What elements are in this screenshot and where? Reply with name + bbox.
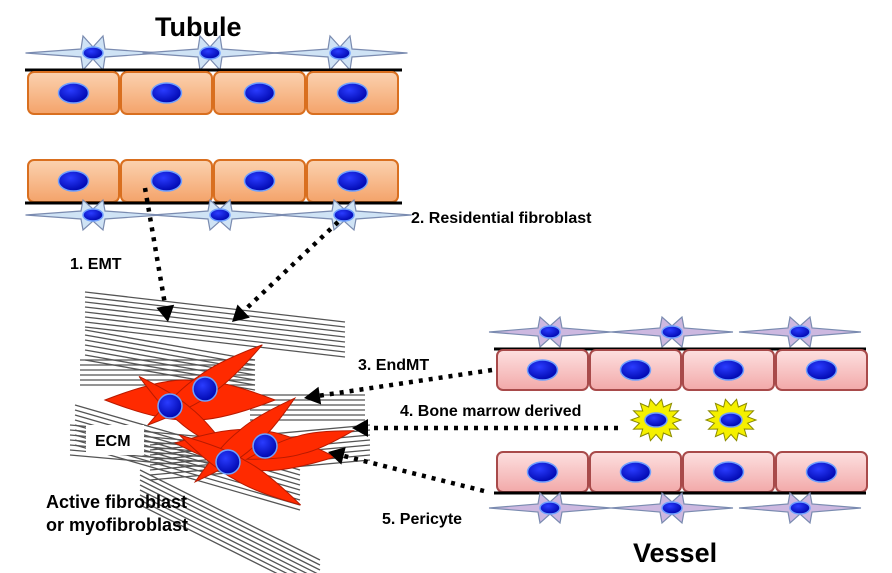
pathway-label-emt: 1. EMT xyxy=(70,256,122,273)
pathway-label-bone-marrow: 4. Bone marrow derived xyxy=(400,403,581,420)
nucleus xyxy=(243,82,276,104)
arrow-head xyxy=(304,386,322,405)
arrow-head xyxy=(328,447,346,465)
nucleus xyxy=(157,393,183,419)
active-fibroblast-cluster xyxy=(103,344,355,506)
nucleus xyxy=(712,461,745,483)
arrow-head xyxy=(156,304,175,322)
ecm-fiber xyxy=(84,321,346,353)
nucleus xyxy=(150,170,183,192)
ecm-fiber xyxy=(139,474,321,566)
ecm-fiber xyxy=(139,489,308,573)
vessel-bottom-endothelial-cells xyxy=(496,451,868,493)
nucleus xyxy=(805,461,838,483)
nucleus xyxy=(57,170,90,192)
nucleus xyxy=(526,461,559,483)
ecm-fiber xyxy=(139,494,298,573)
nucleus xyxy=(192,376,218,402)
ecm-fiber xyxy=(84,291,346,323)
vessel-title: Vessel xyxy=(633,538,717,568)
nucleus xyxy=(209,208,231,222)
tubule-bottom-epithelial-cells xyxy=(27,159,399,203)
vessel-top-endothelial-cells xyxy=(496,349,868,391)
pathway-label-residential-fibroblast: 2. Residential fibroblast xyxy=(411,210,592,227)
active-fibroblast-label-line1: Active fibroblast xyxy=(46,492,187,512)
nucleus xyxy=(199,46,221,60)
nucleus xyxy=(57,82,90,104)
dotted-arrow-shaft xyxy=(142,187,168,307)
ecm-fiber xyxy=(84,311,346,343)
ecm-fiber xyxy=(84,326,346,358)
residential-fibroblast-layer xyxy=(25,198,412,232)
arrow-head xyxy=(352,419,368,437)
pathway-label-endmt: 3. EndMT xyxy=(358,357,429,374)
nucleus xyxy=(252,433,278,459)
nucleus xyxy=(719,412,743,428)
nucleus xyxy=(805,359,838,381)
nucleus xyxy=(619,461,652,483)
ecm-fiber xyxy=(84,306,346,338)
ecm-fiber xyxy=(139,469,321,561)
arrow-head xyxy=(232,304,250,322)
nucleus xyxy=(243,170,276,192)
nucleus xyxy=(661,325,683,339)
nucleus xyxy=(789,501,811,515)
bone-marrow-cells xyxy=(629,398,758,442)
nucleus xyxy=(150,82,183,104)
nucleus xyxy=(333,208,355,222)
nucleus xyxy=(539,325,561,339)
ecm-fiber xyxy=(84,329,256,361)
ecm-label-background xyxy=(86,425,144,455)
nucleus xyxy=(619,359,652,381)
dotted-arrow-shaft xyxy=(242,220,340,313)
nucleus xyxy=(644,412,668,428)
nucleus xyxy=(215,449,241,475)
nucleus xyxy=(82,46,104,60)
pathway-label-pericyte: 5. Pericyte xyxy=(382,511,462,528)
nucleus xyxy=(82,208,104,222)
ecm-fiber xyxy=(139,484,318,573)
ecm-fiber xyxy=(84,316,346,348)
ecm-fiber xyxy=(139,479,321,571)
nucleus xyxy=(539,501,561,515)
active-fibroblast-label-line2: or myofibroblast xyxy=(46,515,188,535)
pericyte-layer xyxy=(488,491,862,525)
ecm-fiber xyxy=(74,444,301,511)
nucleus xyxy=(526,359,559,381)
nucleus xyxy=(329,46,351,60)
tubule-title: Tubule xyxy=(155,12,241,42)
nucleus xyxy=(336,82,369,104)
ecm-fiber xyxy=(84,296,346,328)
dotted-arrow-shaft xyxy=(342,453,485,494)
nucleus xyxy=(789,325,811,339)
ecm-fiber xyxy=(84,301,346,333)
nucleus xyxy=(336,170,369,192)
nucleus xyxy=(712,359,745,381)
ecm-fiber xyxy=(139,499,288,573)
pathway-arrows xyxy=(142,187,618,494)
tubule-top-epithelial-cells xyxy=(27,71,399,115)
nucleus xyxy=(661,501,683,515)
ecm-label: ECM xyxy=(95,433,131,450)
ecm-fiber xyxy=(139,504,278,573)
vessel-top-pericyte-layer xyxy=(488,315,862,349)
